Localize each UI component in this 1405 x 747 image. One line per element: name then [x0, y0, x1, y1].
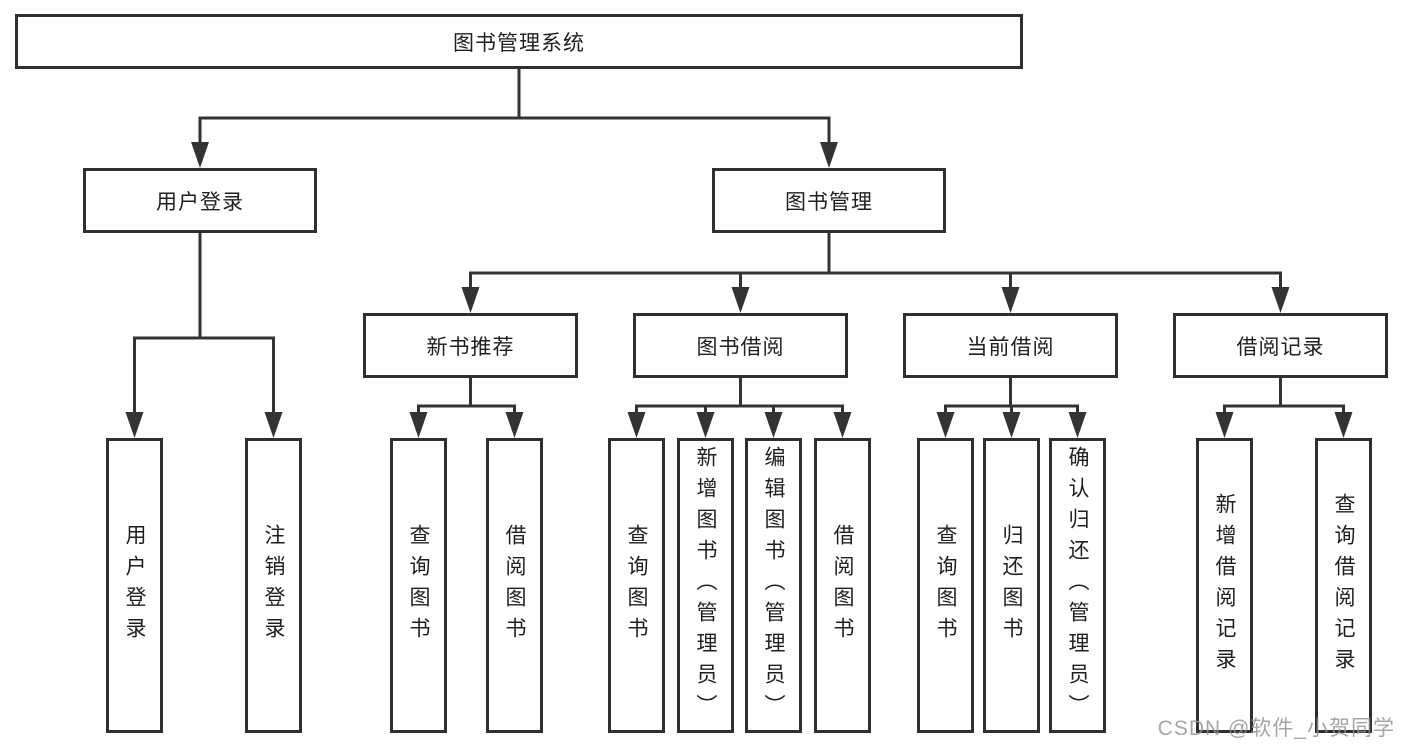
node-query-books-borrow: 查询图书 [608, 438, 665, 733]
node-book-borrowing: 图书借阅 [633, 313, 848, 378]
node-label: 图书借阅 [696, 335, 785, 359]
node-current-borrowing: 当前借阅 [903, 313, 1118, 378]
node-label: 编辑图书（管理员） [762, 446, 785, 725]
node-label: 图书管理 [785, 190, 873, 214]
node-label: 确认归还（管理员） [1066, 446, 1089, 725]
node-query-books-recommend: 查询图书 [390, 438, 447, 733]
node-borrow-books-recommend: 借阅图书 [486, 438, 543, 733]
node-label: 查询图书 [625, 523, 648, 648]
node-label: 当前借阅 [966, 335, 1055, 359]
node-label: 注销登录 [262, 523, 285, 648]
watermark-text: CSDN @软件_小贺同学 [1157, 717, 1395, 740]
node-confirm-return-admin: 确认归还（管理员） [1049, 438, 1106, 733]
node-label: 查询借阅记录 [1332, 492, 1355, 679]
node-book-management: 图书管理 [712, 168, 946, 233]
node-borrow-books: 借阅图书 [814, 438, 871, 733]
node-label: 借阅图书 [503, 523, 526, 648]
node-logout-action: 注销登录 [245, 438, 302, 733]
node-label: 归还图书 [1000, 523, 1023, 648]
node-label: 查询图书 [934, 523, 957, 648]
node-user-login: 用户登录 [83, 168, 317, 233]
node-label: 新增借阅记录 [1213, 492, 1236, 679]
node-return-books: 归还图书 [983, 438, 1040, 733]
node-user-login-action: 用户登录 [106, 438, 163, 733]
node-label: 借阅记录 [1236, 335, 1325, 359]
node-root-system: 图书管理系统 [15, 14, 1023, 69]
node-query-books-current: 查询图书 [917, 438, 974, 733]
node-query-borrow-record: 查询借阅记录 [1315, 438, 1372, 733]
node-label: 新增图书（管理员） [694, 446, 717, 725]
node-label: 借阅图书 [831, 523, 854, 648]
node-label: 用户登录 [156, 190, 244, 214]
node-label: 用户登录 [123, 523, 146, 648]
node-label: 查询图书 [407, 523, 430, 648]
node-add-borrow-record: 新增借阅记录 [1196, 438, 1253, 733]
node-new-book-recommend: 新书推荐 [363, 313, 578, 378]
node-label: 图书管理系统 [453, 31, 585, 55]
node-label: 新书推荐 [426, 335, 515, 359]
node-edit-books-admin: 编辑图书（管理员） [745, 438, 802, 733]
node-borrowing-records: 借阅记录 [1173, 313, 1388, 378]
node-add-books-admin: 新增图书（管理员） [677, 438, 734, 733]
